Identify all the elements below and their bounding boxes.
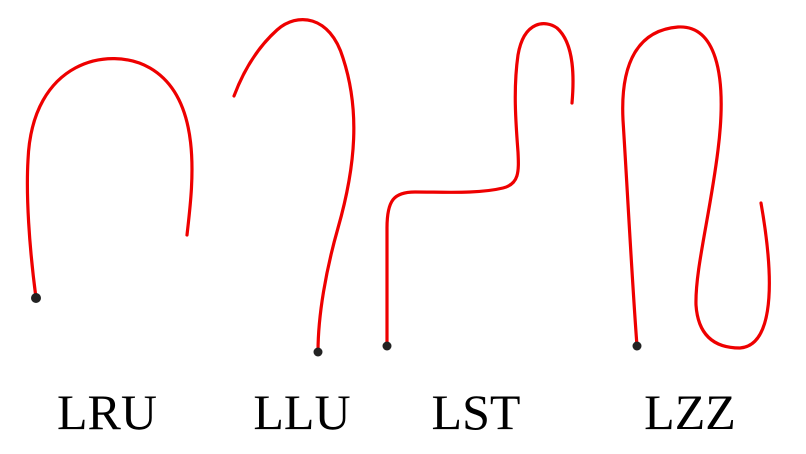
panel-lzz [621, 25, 771, 351]
start-point-lst [382, 341, 392, 351]
start-point-lru [31, 293, 41, 303]
panel-lst [382, 22, 575, 351]
trajectory-curve-lru [25, 57, 194, 300]
label-llu: LLU [253, 384, 351, 440]
trajectory-curve-llu [232, 18, 356, 354]
trajectory-curve-lzz [621, 25, 771, 350]
start-point-lzz [632, 341, 642, 351]
start-point-llu [313, 347, 323, 357]
trajectory-curve-lst [385, 22, 575, 348]
label-lru: LRU [57, 384, 157, 440]
panel-llu [232, 18, 356, 357]
panel-lru [25, 57, 194, 303]
label-lst: LST [431, 384, 521, 440]
label-lzz: LZZ [644, 384, 736, 440]
